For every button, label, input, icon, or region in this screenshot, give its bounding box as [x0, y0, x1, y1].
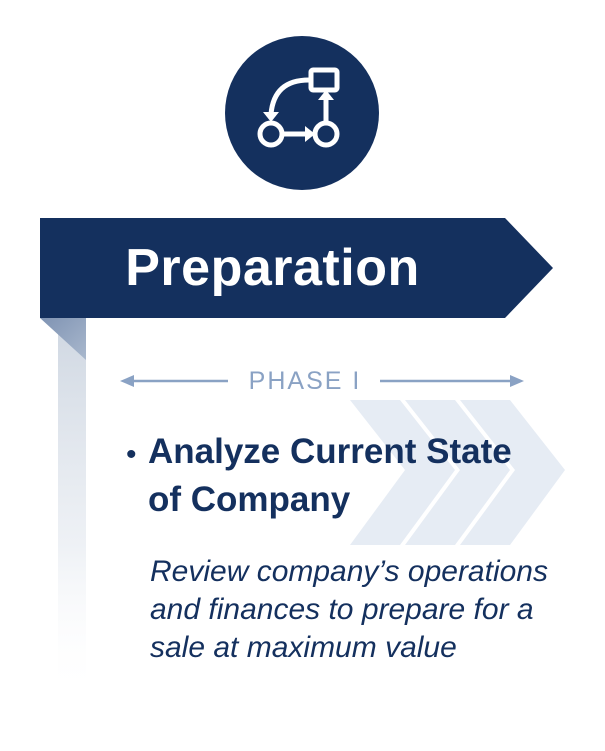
banner-title: Preparation: [125, 239, 420, 297]
bullet-heading: Analyze Current State of Company: [148, 432, 512, 519]
chevron-decoration: [350, 400, 565, 545]
phase-label: PHASE I: [248, 367, 362, 395]
phase-left-arrow: [120, 375, 228, 387]
description-text: Review company’s operations and finances…: [150, 555, 548, 664]
banner-shape: [40, 218, 553, 318]
banner-fold: [40, 318, 86, 360]
bullet-dot: •: [126, 438, 137, 471]
process-flow-icon: [225, 36, 379, 190]
phase-right-arrow: [380, 375, 524, 387]
